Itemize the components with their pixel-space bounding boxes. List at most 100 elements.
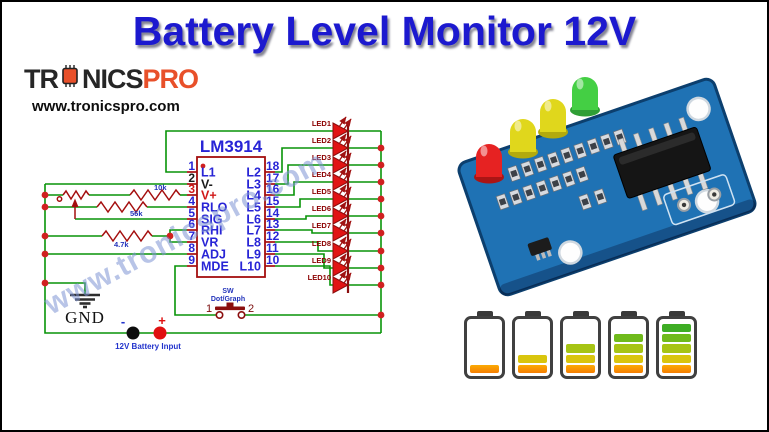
svg-text:14: 14 [266,206,280,220]
svg-text:13: 13 [266,217,280,231]
resistor-4.7k: 4.7k [101,229,153,249]
svg-text:RLO: RLO [201,201,228,215]
battery-bar [566,344,595,353]
resistor-56k: 56k [96,200,148,218]
negative-terminal [126,326,140,340]
mounting-hole [558,240,583,265]
svg-text:L4: L4 [246,189,261,203]
svg-text:LED10: LED10 [308,273,331,282]
resistor-4.7k-value: 4.7k [114,240,129,249]
svg-text:18: 18 [266,159,280,173]
svg-text:LED2: LED2 [312,136,331,145]
battery-input: - + 12V Battery Input [115,313,181,351]
minus-sign: - [121,314,125,329]
module-led-yellow-2 [538,99,568,139]
svg-text:5: 5 [188,206,195,220]
battery-cap [668,311,685,318]
logo-text-tr: TR [24,64,59,94]
svg-text:4: 4 [188,194,195,208]
resistor-10k: 10k [129,183,181,202]
wire-net [44,130,382,334]
battery-cap [524,311,541,318]
pcb-board [457,77,757,297]
positive-terminal [153,326,167,340]
battery-level-icons [464,311,697,379]
svg-text:11: 11 [266,241,279,255]
page-title: Battery Level Monitor 12V [132,8,637,54]
ic-right-pin-numbers: 18 17 16 15 14 13 12 11 10 [266,159,280,267]
svg-text:LED7: LED7 [312,221,331,230]
svg-text:L7: L7 [246,224,261,238]
ic-pin-stubs [187,171,275,267]
svg-text:LED5: LED5 [312,187,331,196]
logo: TR NICS PRO [24,64,199,95]
svg-text:6: 6 [188,217,195,231]
svg-text:SIG: SIG [201,213,223,227]
battery-icon-level-3 [560,311,601,379]
svg-text:1: 1 [188,159,195,173]
svg-text:2: 2 [188,171,195,185]
battery-bar [566,364,595,373]
svg-text:RHI: RHI [201,224,223,238]
svg-text:LED8: LED8 [312,239,331,248]
svg-text:VR: VR [201,236,218,250]
svg-text:MDE: MDE [201,260,229,274]
svg-text:L9: L9 [246,248,261,262]
module-led-red [474,144,504,184]
battery-bar [614,354,643,363]
svg-text:16: 16 [266,182,280,196]
battery-cap [572,311,589,318]
svg-text:15: 15 [266,194,280,208]
switch-mode: Dot/Graph [211,296,245,303]
plus-sign: + [158,313,166,328]
pcb-module-photo [457,77,757,297]
svg-text:L6: L6 [246,213,261,227]
led-symbol-7: LED7 [312,218,352,242]
svg-text:ADJ: ADJ [201,248,226,262]
svg-text:LED1: LED1 [312,119,331,128]
battery-icon-level-1 [464,311,505,379]
svg-text:17: 17 [266,171,280,185]
junction-dots [41,144,385,319]
chip-icon [59,64,81,95]
terminal-pads [663,174,736,226]
battery-input-label: 12V Battery Input [115,342,181,351]
switch-name: SW [222,288,234,295]
battery-icon-level-4 [608,311,649,379]
ic-right-pin-names: L2 L3 L4 L5 L6 L7 L8 L9 L10 [239,166,261,274]
module-led-green [570,77,600,117]
svg-text:L10: L10 [239,260,261,274]
battery-bar [518,364,547,373]
resistor-10k-value: 10k [154,183,167,192]
mounting-hole [686,96,711,122]
logo-tagline: www.tronicspro.com [32,98,180,115]
logo-text-nics: NICS [82,64,144,94]
mode-switch: 1 2 SW Dot/Graph [206,288,254,319]
resistor-56k-value: 56k [130,209,143,218]
svg-text:8: 8 [188,241,195,255]
svg-text:9: 9 [188,253,195,267]
battery-bar [662,324,691,333]
module-led-yellow-1 [508,119,538,159]
battery-bar [614,334,643,343]
svg-text:L5: L5 [246,201,261,215]
battery-bar [614,344,643,353]
battery-icon-level-2 [512,311,553,379]
battery-bar [614,364,643,373]
svg-text:3: 3 [188,182,195,196]
svg-text:12: 12 [266,229,280,243]
ground-label: GND [65,308,105,327]
ground-symbol [70,293,100,309]
svg-text:V-: V- [201,178,213,192]
svg-text:LED9: LED9 [312,256,331,265]
battery-cap [620,311,637,318]
svg-text:L1: L1 [201,166,216,180]
battery-bar [518,354,547,363]
led-symbol-10: LED10 [308,270,352,294]
battery-bar [662,334,691,343]
svg-text:LED3: LED3 [312,153,331,162]
battery-bar [470,364,499,373]
battery-bar [662,344,691,353]
